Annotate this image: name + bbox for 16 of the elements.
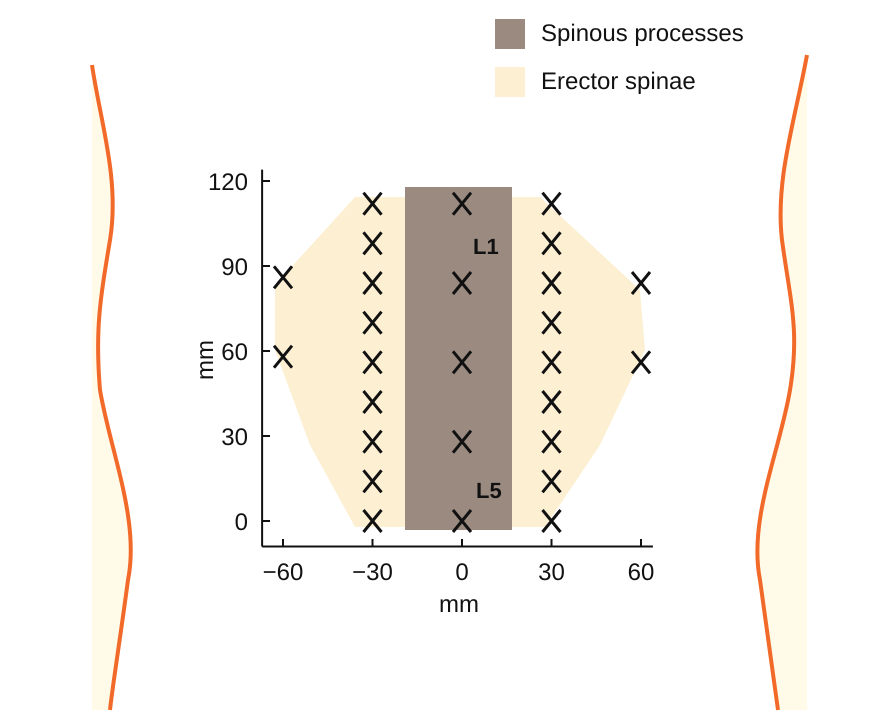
tick-label: 0	[455, 559, 469, 586]
tick-label: −60	[262, 559, 304, 586]
tick-label: 60	[221, 339, 248, 366]
tick-label: 30	[538, 559, 565, 586]
tick-label: −30	[352, 559, 393, 586]
axis-title: mm	[192, 340, 219, 380]
tick-label: 60	[628, 559, 654, 586]
tick-label: 90	[221, 254, 248, 281]
legend-label: Spinous processes	[541, 20, 744, 48]
axis-title: mm	[439, 591, 479, 618]
tick-label: 30	[221, 424, 248, 451]
legend-label: Erector spinae	[541, 68, 696, 96]
vertebra-label: L5	[476, 478, 502, 503]
tick-label: 0	[234, 509, 248, 536]
vertebra-label: L1	[473, 234, 499, 260]
tick-label: 120	[208, 169, 248, 196]
